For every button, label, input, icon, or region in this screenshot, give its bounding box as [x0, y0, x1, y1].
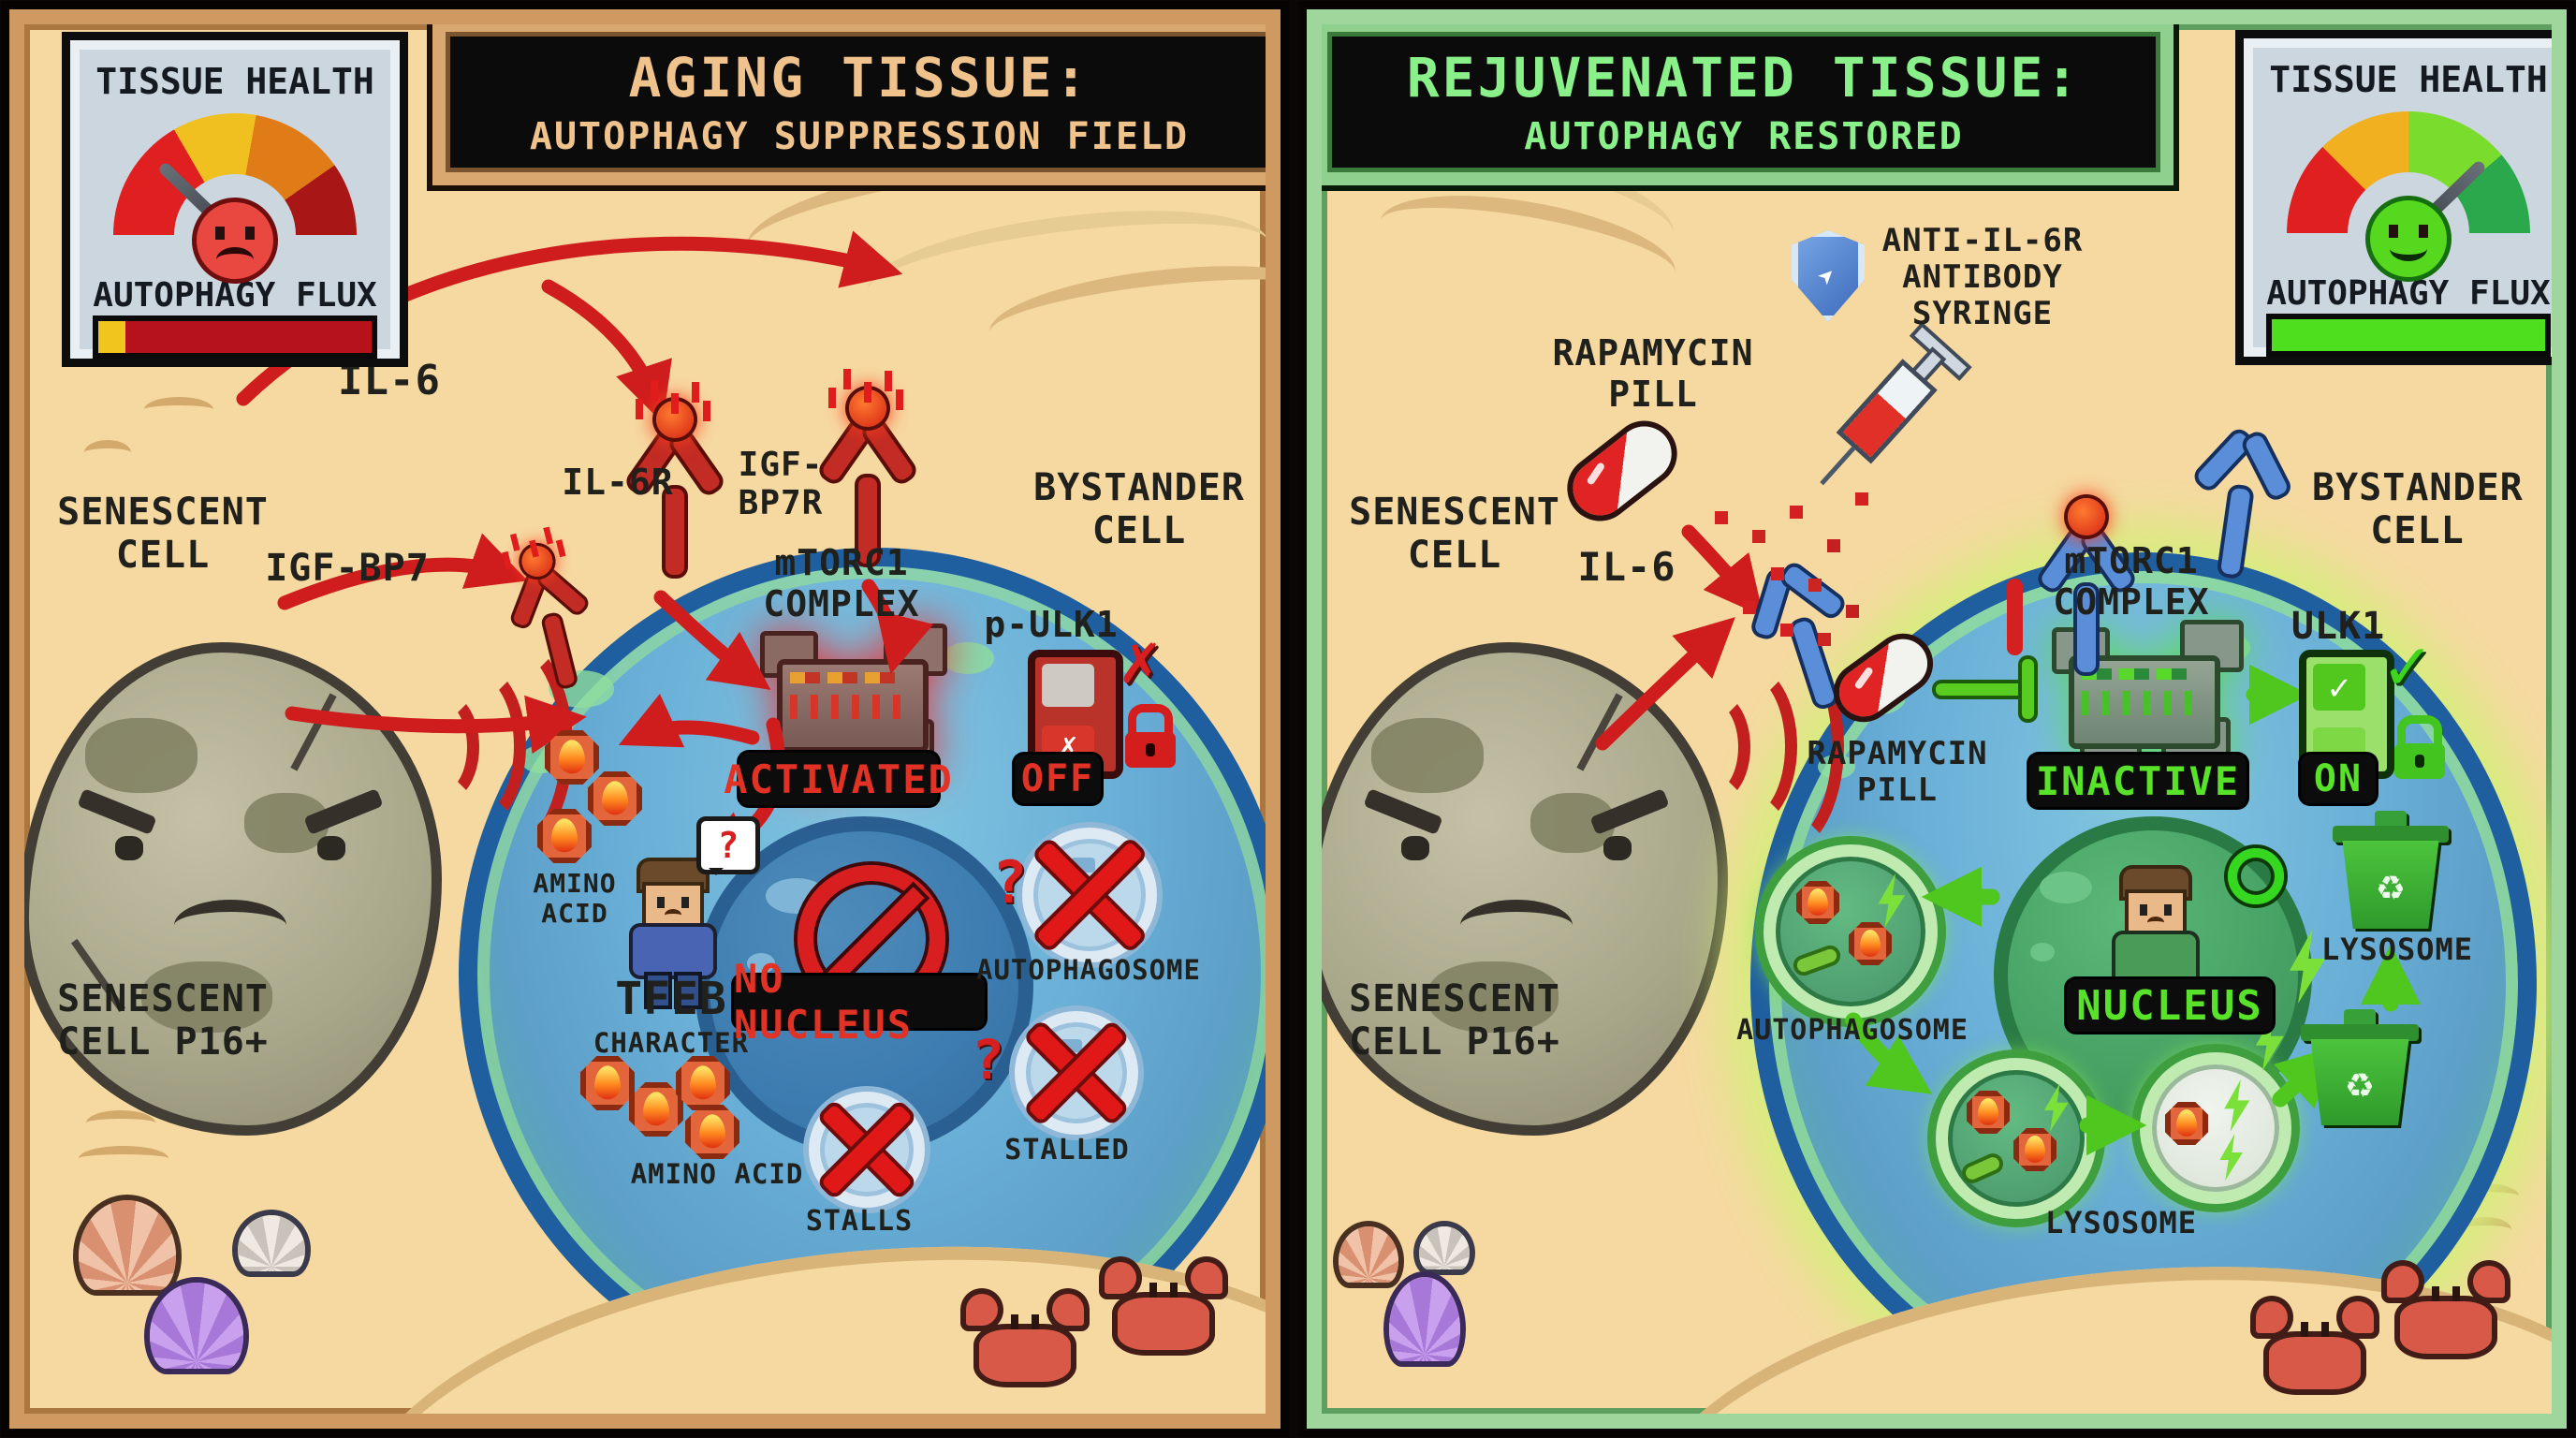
- mtorc1-label: mTORC1 COMPLEX: [763, 542, 920, 624]
- senescent-cell-label: SENESCENT CELL: [1349, 491, 1560, 577]
- amino-acid-label: AMINO ACID: [533, 868, 617, 930]
- amino-acid-flame-icon: [685, 1105, 739, 1159]
- amino-acid-flame-icon: [537, 809, 592, 863]
- igfbp7-label: IGF-BP7: [265, 547, 430, 590]
- amino-acid-flame-icon: [629, 1082, 683, 1137]
- rapamycin-pill-label: RAPAMYCIN PILL: [1552, 332, 1754, 415]
- rejuvenated-title-plaque: REJUVENATED TISSUE: AUTOPHAGY RESTORED: [1322, 24, 2174, 185]
- panel-subtitle: AUTOPHAGY RESTORED: [1524, 115, 1964, 158]
- shell-icon: [150, 1283, 243, 1369]
- amino-acid-flame-icon: [588, 771, 642, 826]
- inactive-badge: INACTIVE: [2029, 755, 2247, 807]
- ulk1-switch-off: ✗: [1028, 650, 1123, 779]
- lysosome-recycle-bin: ♻: [2301, 1009, 2419, 1125]
- inhibition-bar: [1936, 683, 2029, 696]
- nucleus-badge: NUCLEUS: [2067, 979, 2273, 1032]
- shell-icon: [1389, 1277, 1460, 1361]
- sand-squiggle: [144, 397, 213, 422]
- autophagosome-label: AUTOPHAGOSOME: [1736, 1014, 1969, 1047]
- sad-face-icon: [192, 198, 278, 284]
- igfbp7r-receptor: [820, 382, 915, 564]
- inhibition-cap: [2022, 659, 2034, 719]
- check-icon: ✓: [2385, 624, 2429, 708]
- lysosome-label: LYSOSOME: [2044, 1205, 2198, 1240]
- senescent-cell: [1322, 642, 1728, 1136]
- mtorc1-label: mTORC1 COMPLEX: [2053, 540, 2210, 623]
- lysosome-vesicle: [2140, 1052, 2291, 1204]
- lysosome-label: LYSOSOME: [2320, 932, 2474, 967]
- panel-title: REJUVENATED TISSUE:: [1406, 46, 2082, 110]
- flux-bar-full: [2266, 314, 2551, 357]
- gauge-title: TISSUE HEALTH: [95, 61, 374, 102]
- sand-squiggle: [86, 1110, 155, 1136]
- target-ring-icon: [2228, 848, 2284, 904]
- sand-squiggle: [79, 1146, 168, 1171]
- antibody-capped-receptor: [2039, 498, 2134, 672]
- panel-subtitle: AUTOPHAGY SUPPRESSION FIELD: [529, 115, 1190, 158]
- crab-icon: [1103, 1262, 1224, 1360]
- bystander-cell-label: BYSTANDER CELL: [2312, 466, 2524, 552]
- sand-squiggle: [84, 440, 131, 465]
- lock-icon: [2394, 715, 2445, 779]
- switch-check-icon: ✓: [2313, 664, 2365, 711]
- shell-icon: [1419, 1226, 1470, 1269]
- pathway-arrows: [1595, 524, 2422, 1156]
- igfbp7r-label: IGF-BP7R: [738, 446, 824, 523]
- amino-acid-flame-icon: [676, 1056, 730, 1110]
- rapamycin-pill-label: RAPAMYCIN PILL: [1807, 735, 1988, 810]
- blocked-il6-particles: [1715, 511, 1728, 524]
- on-badge: ON: [2301, 755, 2376, 803]
- tissue-health-gauge: TISSUE HEALTH AUTOPHAGY FLUX: [62, 32, 408, 367]
- stalled-label: STALLED: [1004, 1134, 1130, 1167]
- stalls-label: STALLS: [805, 1205, 914, 1238]
- crab-icon: [2385, 1266, 2507, 1364]
- tissue-health-gauge: TISSUE HEALTH AUTOPHAGY FLUX: [2235, 30, 2552, 365]
- panel-title: AGING TISSUE:: [628, 46, 1090, 110]
- amino-acid-flame-icon: [545, 730, 599, 785]
- ulk1-label: ULK1: [2291, 605, 2386, 648]
- activated-badge: ACTIVATED: [724, 753, 952, 805]
- shell-icon: [79, 1200, 176, 1290]
- blocked-x-icon: ✗: [1120, 620, 1161, 698]
- tfeb-label: TFEB: [615, 973, 727, 1025]
- off-badge: OFF: [1015, 755, 1101, 803]
- shell-icon: [1339, 1226, 1398, 1283]
- il6-label: IL-6: [1577, 544, 1676, 590]
- needle-stream: [2007, 579, 2023, 655]
- rejuvenated-tissue-panel: REJUVENATED TISSUE: AUTOPHAGY RESTORED T…: [1307, 9, 2567, 1429]
- aging-title-plaque: AGING TISSUE: AUTOPHAGY SUPPRESSION FIEL…: [432, 24, 1266, 185]
- amino-acid-label: AMINO ACID: [630, 1158, 804, 1190]
- shell-icon: [238, 1215, 305, 1271]
- gauge-title: TISSUE HEALTH: [2269, 59, 2548, 100]
- senescent-p16-label: SENESCENT CELL P16+: [1349, 977, 1560, 1064]
- p-ulk1-label: p-ULK1: [984, 604, 1119, 645]
- tfeb-sub-label: CHARACTER: [593, 1027, 750, 1059]
- senescent-p16-label: SENESCENT CELL P16+: [57, 977, 269, 1064]
- autophagosome-label: AUTOPHAGOSOME: [976, 954, 1201, 986]
- senescent-cell: [24, 642, 442, 1136]
- stalled-autophagosome: [1015, 1011, 1138, 1135]
- il6r-label: IL-6R: [562, 462, 674, 503]
- crab-icon: [964, 1294, 1086, 1392]
- no-nucleus-badge: NO NUCLEUS: [734, 956, 985, 1048]
- lysosome-recycle-bin: ♻: [2333, 811, 2449, 929]
- bystander-cell-label: BYSTANDER CELL: [1033, 466, 1245, 552]
- question-bubble-icon: ?: [696, 816, 760, 875]
- crab-icon: [2254, 1301, 2376, 1400]
- sand-squiggle: [2459, 1217, 2511, 1242]
- antibody-syringe-label: ANTI-IL-6R ANTIBODY SYRINGE: [1881, 222, 2084, 333]
- lock-icon: [1125, 704, 1176, 768]
- senescent-cell-label: SENESCENT CELL: [57, 491, 269, 577]
- question-icon: ?: [972, 1028, 1004, 1092]
- aging-tissue-panel: TISSUE HEALTH AUTOPHAGY FLUX AGING TISSU…: [9, 9, 1281, 1429]
- amino-acid-flame-icon: [580, 1056, 635, 1110]
- happy-face-icon: [2365, 196, 2452, 282]
- question-icon: ?: [992, 848, 1028, 917]
- flux-bar-low: [93, 315, 377, 359]
